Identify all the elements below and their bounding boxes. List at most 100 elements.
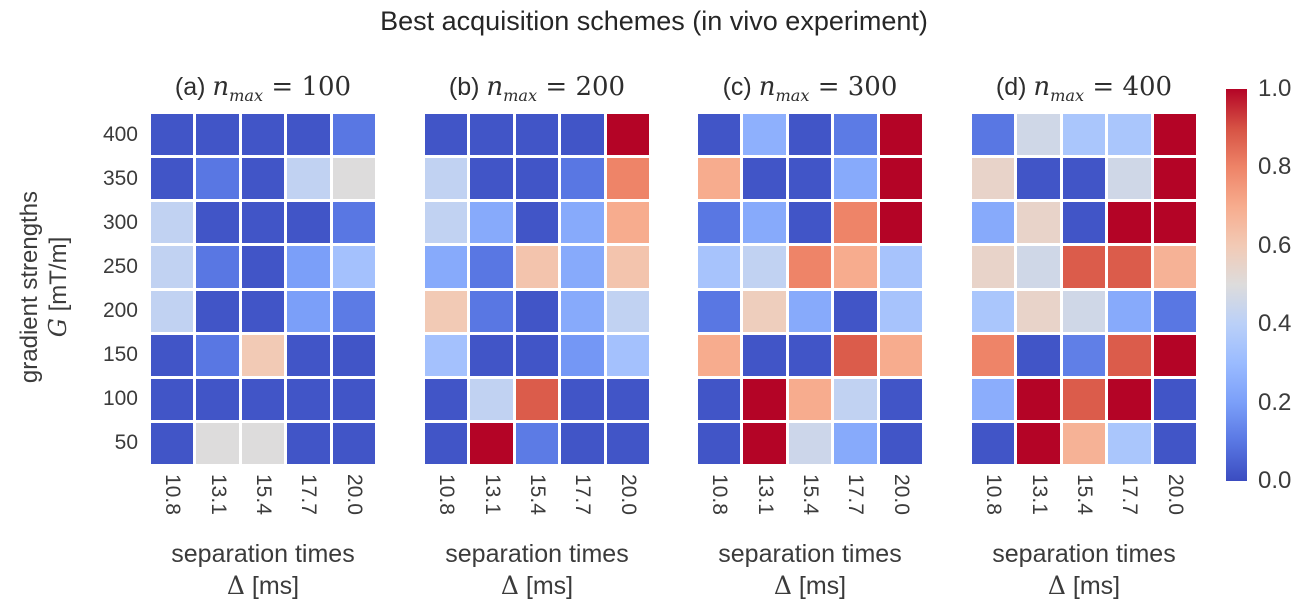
heatmap-cell (698, 202, 741, 244)
heatmap-cell (515, 378, 559, 420)
heatmap-cell (287, 378, 330, 420)
heatmap-cell (241, 422, 285, 464)
heatmap-cell (287, 422, 330, 464)
heatmap-cell (743, 202, 786, 244)
heatmap-cell (972, 334, 1015, 376)
heatmap-cell (196, 246, 239, 288)
heatmap-cell (834, 202, 877, 244)
heatmap-cell (788, 202, 832, 244)
y-tick-label: 300 (102, 210, 138, 234)
x-axis-label-text: separation times (445, 540, 629, 568)
heatmap-cell (879, 202, 922, 244)
panel-title: (c) nmax = 300 (698, 72, 922, 105)
heatmap-cell (1108, 334, 1151, 376)
heatmap-cell (879, 334, 922, 376)
heatmap-cell (425, 114, 468, 156)
heatmap-cell (332, 114, 375, 156)
heatmap-cell (1108, 422, 1151, 464)
x-tick-label: 15.4 (1073, 474, 1096, 515)
x-axis-label-unit-line: Δ [ms] (773, 571, 847, 600)
y-tick-label: 400 (102, 122, 138, 146)
colorbar-tick-label: 0.4 (1258, 310, 1292, 338)
heatmap-cell (151, 246, 194, 288)
heatmap-cell (606, 334, 649, 376)
heatmap-cell (743, 246, 786, 288)
heatmap-cell (1108, 246, 1151, 288)
heatmap-cell (151, 422, 194, 464)
panel-title: (d) nmax = 400 (972, 72, 1196, 105)
heatmap-cell (834, 334, 877, 376)
heatmap-cell (332, 422, 375, 464)
heatmap-cell (788, 334, 832, 376)
heatmap-cell (332, 378, 375, 420)
heatmap-cell (788, 246, 832, 288)
x-tick-label: 15.4 (252, 474, 275, 515)
heatmap-cell (196, 114, 239, 156)
heatmap-cell (196, 334, 239, 376)
heatmap-cell (698, 158, 741, 200)
heatmap-cell (788, 422, 832, 464)
heatmap-cell (1017, 290, 1060, 332)
heatmap-cell (1062, 158, 1106, 200)
figure-title: Best acquisition schemes (in vivo experi… (380, 6, 928, 36)
x-axis-label: separation times Δ [ms] (678, 538, 942, 602)
heatmap-cell (972, 378, 1015, 420)
heatmap-cell (241, 202, 285, 244)
panel-title-math: nmax = 200 (486, 72, 626, 106)
heatmap-cell (287, 334, 330, 376)
heatmap-cell (1017, 378, 1060, 420)
colorbar-tick-label: 0.6 (1258, 231, 1292, 259)
heatmap-cell (1062, 202, 1106, 244)
heatmap-cell (879, 158, 922, 200)
heatmap-cell (287, 114, 330, 156)
heatmap-cell (1017, 114, 1060, 156)
heatmap-cell (1108, 202, 1151, 244)
heatmap-cell (561, 334, 604, 376)
heatmap-cell (241, 246, 285, 288)
panel-title-math: nmax = 300 (758, 72, 898, 106)
y-tick-label: 150 (102, 343, 138, 367)
x-tick-label: 15.4 (799, 474, 822, 515)
heatmap-cell (698, 334, 741, 376)
x-tick-label: 15.4 (526, 474, 549, 515)
heatmap-cell (470, 422, 513, 464)
heatmap-cell (151, 114, 194, 156)
panel-title: (a) nmax = 100 (151, 72, 375, 105)
heatmap-cell (561, 378, 604, 420)
heatmap-cell (515, 422, 559, 464)
heatmap-cell (151, 158, 194, 200)
heatmap-cell (332, 158, 375, 200)
heatmap-cell (196, 158, 239, 200)
x-axis-label-text: separation times (171, 540, 355, 568)
panel-title-math: nmax = 400 (1033, 72, 1173, 106)
panel-title-prefix: (c) (722, 73, 759, 101)
heatmap-cell (470, 114, 513, 156)
heatmap-cell (287, 290, 330, 332)
heatmap-cell (425, 378, 468, 420)
x-tick-label: 17.7 (844, 474, 868, 515)
x-tick-label: 13.1 (753, 474, 777, 515)
panel-title-prefix: (d) (995, 73, 1034, 101)
heatmap-cell (332, 290, 375, 332)
x-axis-label-text: separation times (992, 540, 1176, 568)
x-axis-label-text: separation times (718, 540, 902, 568)
heatmap-cell (425, 158, 468, 200)
heatmap-cell (834, 246, 877, 288)
heatmap-cell (606, 246, 649, 288)
heatmap-grid (972, 114, 1196, 464)
heatmap-cell (561, 114, 604, 156)
heatmap-cell (425, 202, 468, 244)
x-tick-label: 20.0 (342, 474, 366, 515)
heatmap-cell (332, 202, 375, 244)
heatmap-cell (743, 290, 786, 332)
heatmap-cell (834, 290, 877, 332)
heatmap-cell (743, 114, 786, 156)
heatmap-cell (470, 290, 513, 332)
colorbar (1226, 89, 1247, 481)
heatmap-cell (1062, 114, 1106, 156)
heatmap-cell (743, 158, 786, 200)
heatmap-cell (698, 290, 741, 332)
heatmap-cell (561, 246, 604, 288)
heatmap-cell (470, 334, 513, 376)
